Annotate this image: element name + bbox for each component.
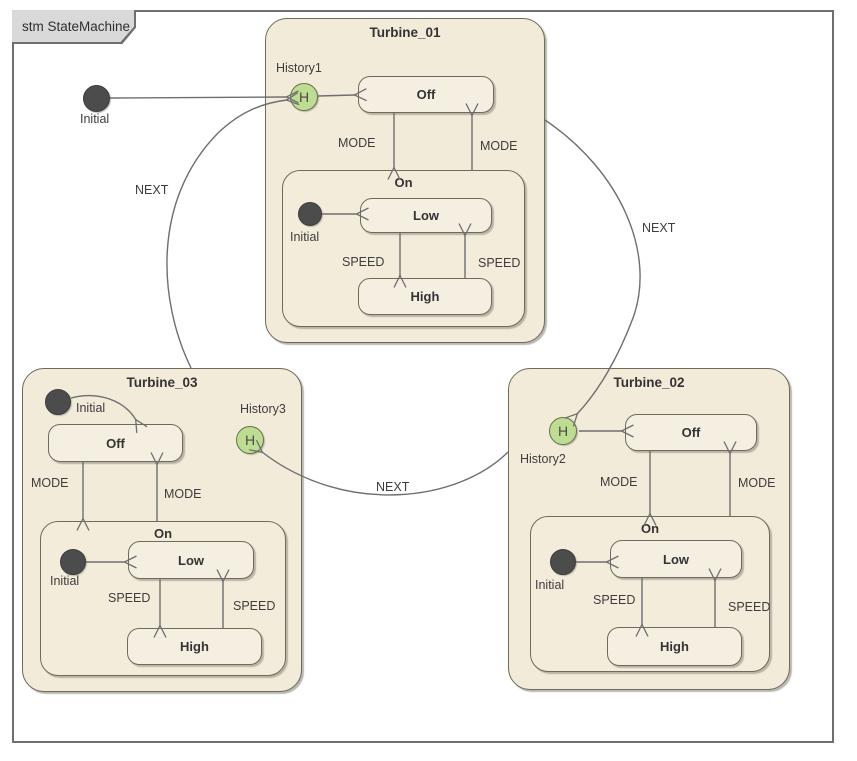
- t2-off-label: Off: [681, 425, 701, 440]
- t1-state-off[interactable]: Off: [358, 76, 494, 113]
- t3-state-off[interactable]: Off: [48, 424, 183, 462]
- t1-initial-pseudostate[interactable]: [298, 202, 322, 226]
- t3-title: Turbine_03: [126, 375, 198, 390]
- t2-initial-label: Initial: [535, 578, 565, 592]
- t3-initial-label: Initial: [50, 574, 80, 588]
- t2-initial-pseudostate[interactable]: [550, 549, 576, 575]
- t1-history-symbol: H: [298, 89, 310, 105]
- t1-speed-up-label: SPEED: [478, 256, 521, 270]
- next-t3-t1-label: NEXT: [135, 183, 169, 197]
- t2-low-label: Low: [663, 551, 689, 567]
- t3-state-high[interactable]: High: [127, 628, 262, 665]
- t2-mode-down-label: MODE: [600, 475, 638, 489]
- t1-mode-down-label: MODE: [338, 136, 376, 150]
- t3-speed-down-label: SPEED: [108, 591, 151, 605]
- frame-title: stm StateMachine: [12, 10, 134, 42]
- t2-high-label: High: [660, 639, 689, 654]
- t1-transition-history-to-off[interactable]: [317, 95, 355, 96]
- transition-initial-to-history1[interactable]: [109, 97, 287, 98]
- top-initial-pseudostate[interactable]: [83, 85, 110, 112]
- t3-transition-initial-to-off[interactable]: [70, 394, 136, 420]
- t2-speed-up-label: SPEED: [728, 600, 771, 614]
- t3-history-label: History3: [240, 402, 286, 416]
- t3-mode-up-label: MODE: [164, 487, 202, 501]
- t1-off-label: Off: [416, 87, 436, 102]
- t3-initial-pseudostate[interactable]: [60, 549, 86, 575]
- t1-high-label: High: [410, 289, 440, 304]
- t3-mode-down-label: MODE: [31, 476, 69, 490]
- transition-next-t1-to-history2[interactable]: [544, 119, 641, 414]
- t3-on-label: On: [153, 526, 173, 541]
- t2-mode-up-label: MODE: [738, 476, 776, 490]
- transition-next-t2-to-history3[interactable]: [262, 452, 509, 496]
- t1-title: Turbine_01: [369, 25, 441, 40]
- t1-history-label: History1: [276, 61, 322, 75]
- t1-state-high[interactable]: High: [358, 278, 492, 315]
- t3-initial-top-pseudostate[interactable]: [45, 389, 71, 415]
- t3-high-label: High: [180, 639, 209, 654]
- t2-state-high[interactable]: High: [607, 627, 742, 666]
- top-initial-label: Initial: [80, 112, 110, 126]
- t2-title: Turbine_02: [613, 375, 685, 390]
- t1-speed-down-label: SPEED: [342, 255, 385, 269]
- t3-off-label: Off: [106, 435, 125, 451]
- t2-speed-down-label: SPEED: [593, 593, 636, 607]
- t2-history-label: History2: [520, 452, 566, 466]
- next-t2-t3-label: NEXT: [376, 480, 410, 494]
- t1-low-label: Low: [413, 208, 439, 223]
- transition-next-t3-to-history1[interactable]: [166, 100, 287, 369]
- frame-label: stm StateMachine: [12, 10, 136, 44]
- t1-initial-label: Initial: [290, 230, 320, 244]
- next-t1-t2-label: NEXT: [642, 221, 676, 235]
- t3-low-label: Low: [178, 552, 204, 568]
- t3-speed-up-label: SPEED: [233, 599, 276, 613]
- t1-mode-up-label: MODE: [480, 139, 518, 153]
- t2-history-symbol: H: [557, 423, 569, 439]
- t3-initial-top-label: Initial: [76, 401, 106, 415]
